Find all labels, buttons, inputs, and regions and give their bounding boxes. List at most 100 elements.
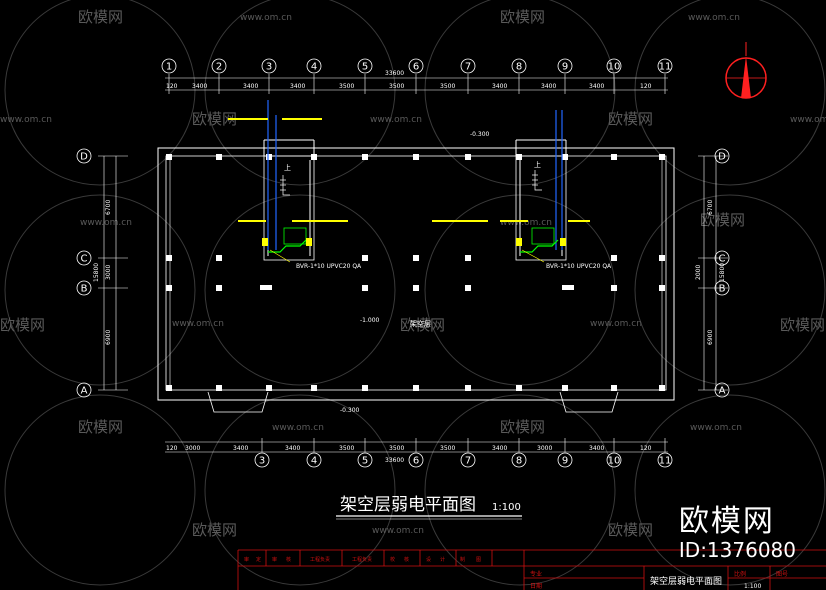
bottom-dim: 3000 (537, 445, 552, 452)
bottom-dim: 3000 (185, 445, 200, 452)
axis-bubble-1: 1 (161, 58, 177, 74)
svg-text:C: C (719, 254, 726, 265)
axis-bubble-9: 9 (557, 58, 573, 74)
conduit-lines (267, 100, 563, 263)
building-outline (157, 139, 675, 413)
axis-bubble-6: 6 (408, 58, 424, 74)
row-bubble-D: D (76, 148, 92, 164)
axis-bubble-6: 6 (408, 452, 424, 468)
column (362, 255, 368, 261)
watermark-brand: 欧模网 (608, 521, 653, 539)
title-block-header-cell: 审 (244, 556, 249, 563)
watermark-url: www.om.cn (370, 115, 422, 125)
bottom-dim: 3500 (389, 445, 404, 452)
axis-bubble-5: 5 (357, 58, 373, 74)
svg-text:5: 5 (362, 62, 368, 73)
column (516, 154, 522, 160)
stair-arrows (280, 170, 542, 196)
column (216, 285, 222, 291)
axis-bubble-9: 9 (557, 452, 573, 468)
column (465, 255, 471, 261)
column (465, 154, 471, 160)
watermark-brand: 欧模网 (700, 211, 745, 229)
column (166, 154, 172, 160)
stair-up-label: 上 (284, 163, 291, 172)
svg-text:B: B (719, 284, 726, 295)
svg-text:7: 7 (465, 456, 471, 467)
column (311, 385, 317, 391)
title-block-scale: 1:100 (744, 583, 761, 590)
svg-text:6: 6 (413, 62, 419, 73)
axis-bubble-10: 10 (606, 58, 622, 74)
column (611, 154, 617, 160)
title-block-label: 专业 (530, 570, 542, 578)
drawing-title: 架空层弱电平面图 (340, 495, 476, 515)
title-block-header-cell: 工程负责 (352, 556, 372, 563)
top-dim: 3400 (541, 83, 556, 90)
svg-text:B: B (81, 284, 88, 295)
watermark-brand: 欧模网 (0, 316, 45, 334)
right-dim-3: 6900 (707, 330, 714, 345)
bottom-dim: 3500 (440, 445, 455, 452)
bottom-dim: 3400 (589, 445, 604, 452)
right-dim-1: 6700 (707, 200, 714, 215)
axis-bubble-4: 4 (306, 452, 322, 468)
column (516, 385, 522, 391)
title-block-header-cell: 工程负责 (310, 556, 330, 563)
title-block-header-cell: 审 (272, 556, 277, 563)
svg-text:1: 1 (166, 62, 172, 73)
column (413, 154, 419, 160)
column (413, 385, 419, 391)
title-block-drawing-name: 架空层弱电平面图 (650, 575, 722, 587)
north-arrow-icon (725, 42, 767, 99)
svg-text:D: D (80, 152, 88, 163)
cable-label-left: BVR-1*10 UPVC20 QA (296, 263, 362, 270)
cable-label-right: BVR-1*10 UPVC20 QA (546, 263, 612, 270)
bottom-dim: 3500 (339, 445, 354, 452)
watermark-url: www.om.cn (590, 319, 642, 329)
column (413, 255, 419, 261)
svg-text:9: 9 (562, 456, 568, 467)
title-block-header-cell: 核 (404, 556, 409, 563)
watermark-brand: 欧模网 (500, 8, 545, 26)
column (659, 285, 665, 291)
watermark-brand: 欧模网 (78, 418, 123, 436)
top-dim: 3500 (389, 83, 404, 90)
title-block-header-cell: 定 (256, 556, 261, 563)
column (260, 285, 272, 290)
column (166, 385, 172, 391)
axis-bubble-11: 11 (657, 452, 673, 468)
watermark-url: www.om.cn (790, 115, 826, 125)
svg-text:11: 11 (659, 456, 672, 467)
elevation-mid: -1.000 (360, 317, 380, 324)
title-block-header-cell: 核 (286, 556, 291, 563)
svg-text:3: 3 (259, 456, 265, 467)
top-dim: 3400 (290, 83, 305, 90)
svg-text:9: 9 (562, 62, 568, 73)
svg-text:6: 6 (413, 456, 419, 467)
title-block-header-cell: 制 (460, 556, 465, 563)
title-block-header-cell: 校 (390, 556, 395, 563)
axis-bubble-8: 8 (511, 452, 527, 468)
elevation-top: -0.300 (470, 131, 490, 138)
column (562, 285, 574, 290)
watermark-url: www.om.cn (690, 423, 742, 433)
right-total-dim: 15800 (719, 263, 726, 282)
column (166, 255, 172, 261)
row-bubble-A: A (76, 382, 92, 398)
watermark-url: www.om.cn (500, 218, 552, 228)
room-label: 架空层 (410, 319, 431, 328)
svg-text:8: 8 (516, 456, 522, 467)
top-dim: 3500 (440, 83, 455, 90)
top-dim: 3400 (589, 83, 604, 90)
column (362, 154, 368, 160)
svg-text:4: 4 (311, 62, 317, 73)
top-total-dim: 33600 (385, 70, 404, 77)
watermark-brand: 欧模网 (192, 521, 237, 539)
svg-text:4: 4 (311, 456, 317, 467)
top-dim: 3400 (192, 83, 207, 90)
watermark-url: www.om.cn (240, 13, 292, 23)
drawing-scale: 1:100 (492, 502, 521, 513)
